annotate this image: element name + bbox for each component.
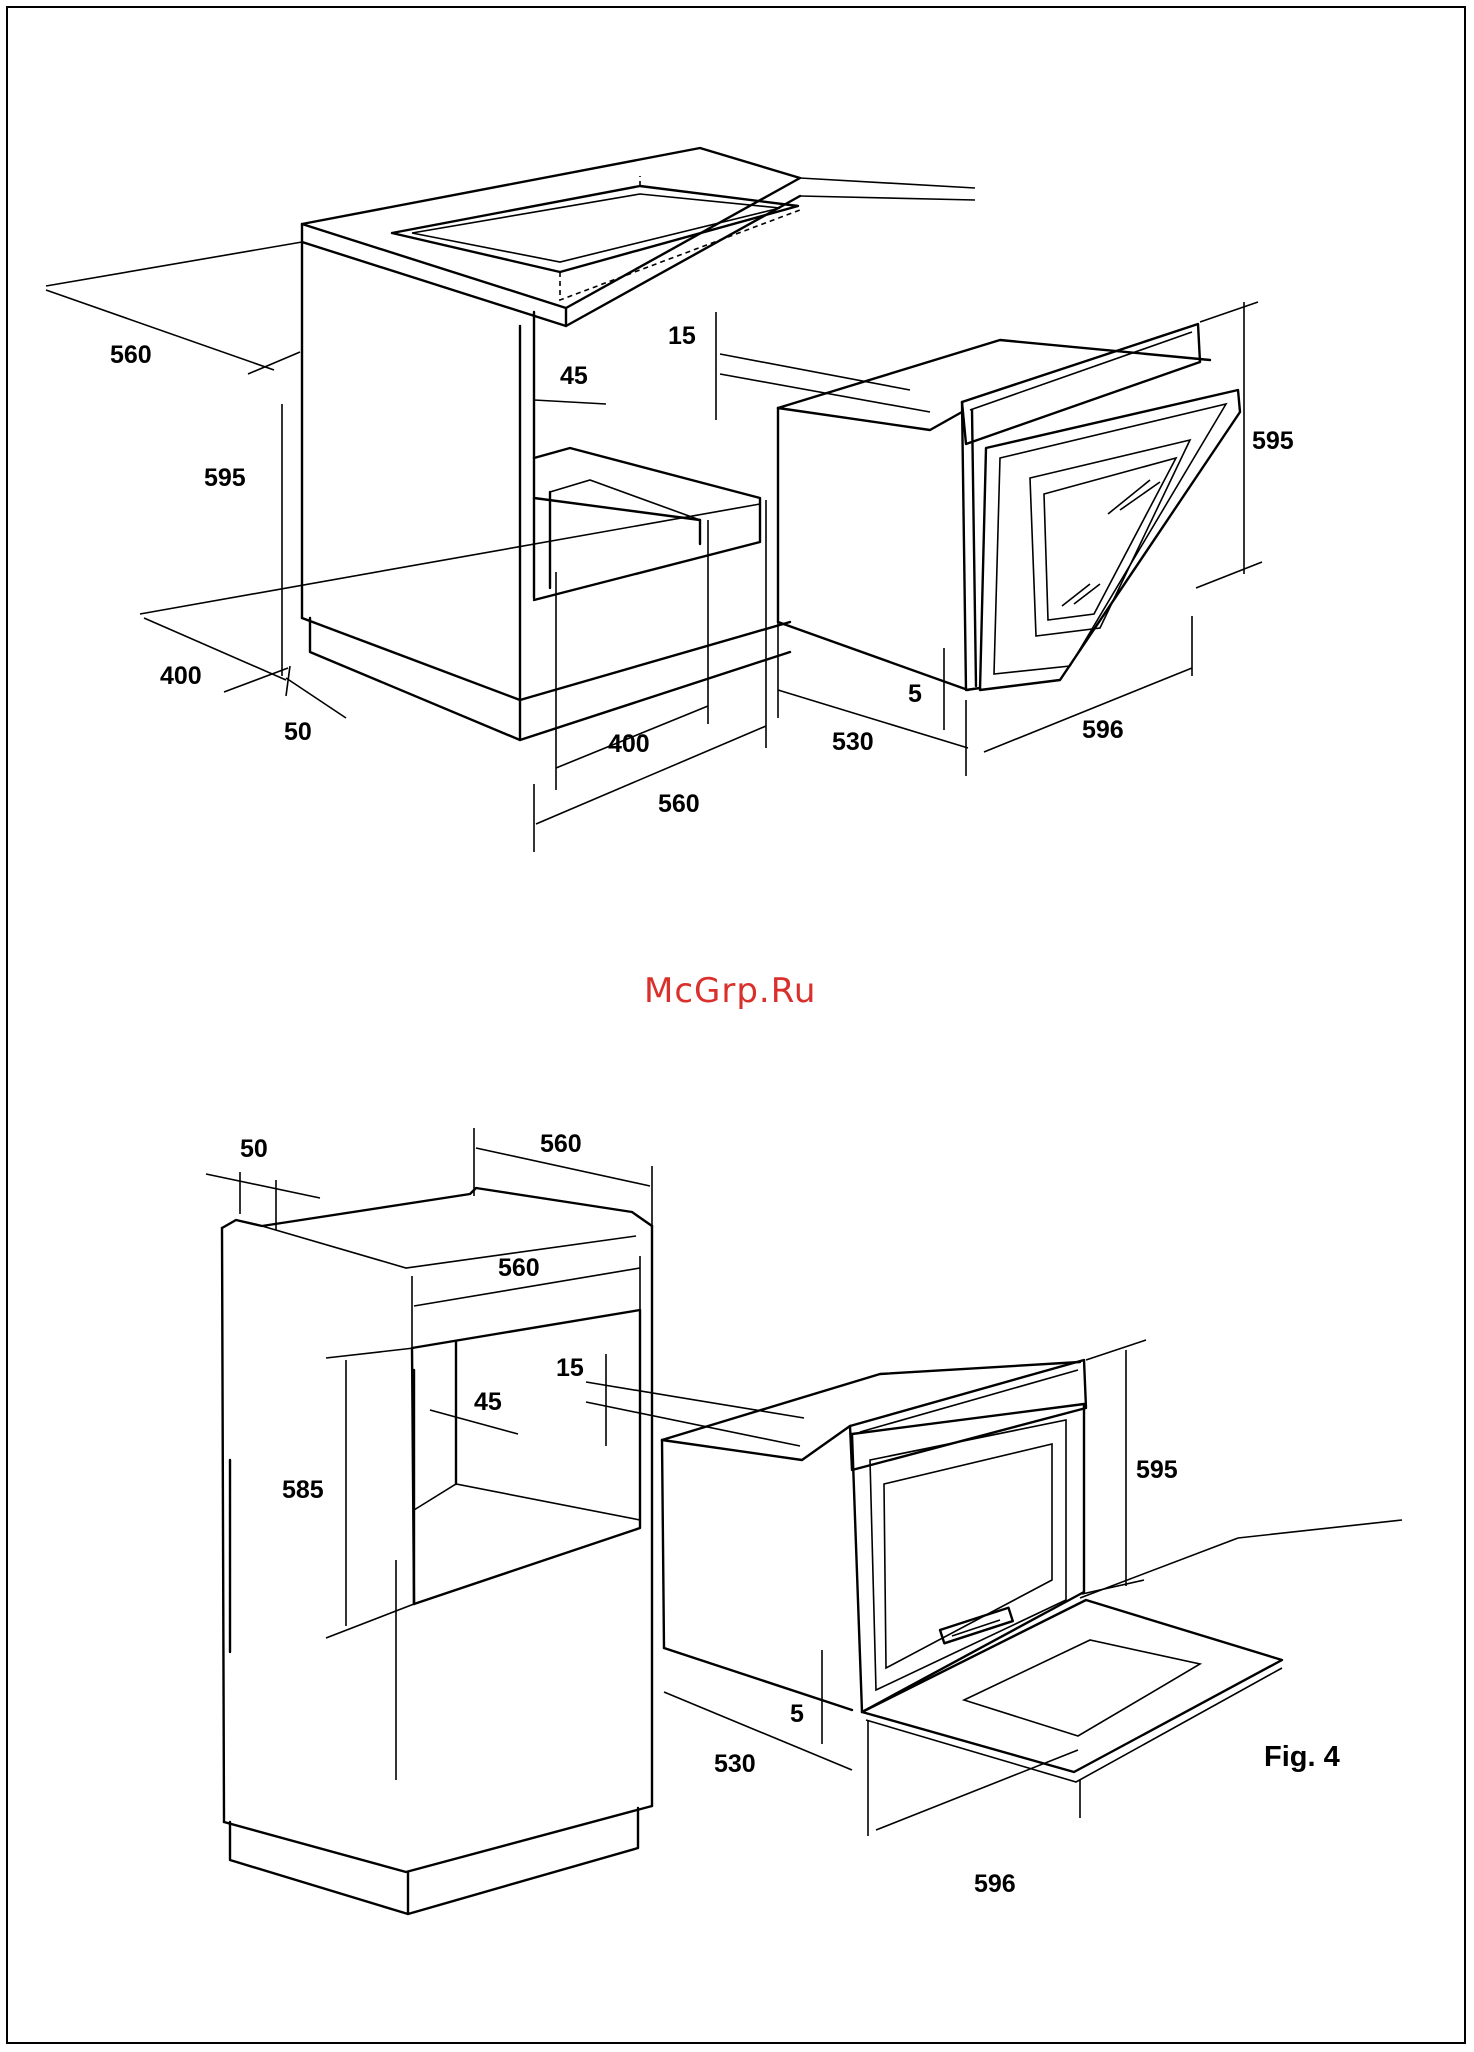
under-counter-cabinet — [302, 148, 975, 740]
label-560-cabinet-width: 560 — [540, 1130, 582, 1158]
label-530-oven-depth: 530 — [832, 728, 874, 756]
label-596-oven-width: 596 — [1082, 716, 1124, 744]
label-45-side-gap: 45 — [560, 362, 588, 390]
label-596-oven-width: 596 — [974, 1870, 1016, 1898]
label-560-opening-width: 560 — [498, 1254, 540, 1282]
label-5-door-gap: 5 — [790, 1700, 804, 1728]
bottom-dimension-lines: 50 560 560 15 45 585 595 5 530 596 — [206, 1128, 1178, 1898]
label-585-opening-height: 585 — [282, 1476, 324, 1504]
label-530-oven-depth: 530 — [714, 1750, 756, 1778]
label-560-top-depth: 560 — [110, 341, 152, 369]
built-in-oven-bottom — [662, 1360, 1402, 1782]
label-595-cabinet-height: 595 — [204, 464, 246, 492]
label-50-top-offset: 50 — [240, 1135, 268, 1163]
label-15-vent-gap: 15 — [668, 322, 696, 350]
label-560-width: 560 — [658, 790, 700, 818]
top-dimension-lines: 560 595 45 15 595 400 50 400 560 530 5 5… — [46, 242, 1294, 852]
label-45-side-gap: 45 — [474, 1388, 502, 1416]
figure-label: Fig. 4 — [1264, 1741, 1340, 1773]
watermark: McGrp.Ru — [644, 971, 816, 1011]
label-400-depth: 400 — [160, 662, 202, 690]
label-595-oven-height: 595 — [1136, 1456, 1178, 1484]
label-595-oven-height: 595 — [1252, 427, 1294, 455]
tall-column-cabinet — [222, 1188, 652, 1914]
label-50-offset: 50 — [284, 718, 312, 746]
label-5-door-gap: 5 — [908, 680, 922, 708]
label-15-vent-gap: 15 — [556, 1354, 584, 1382]
label-400-width: 400 — [608, 730, 650, 758]
